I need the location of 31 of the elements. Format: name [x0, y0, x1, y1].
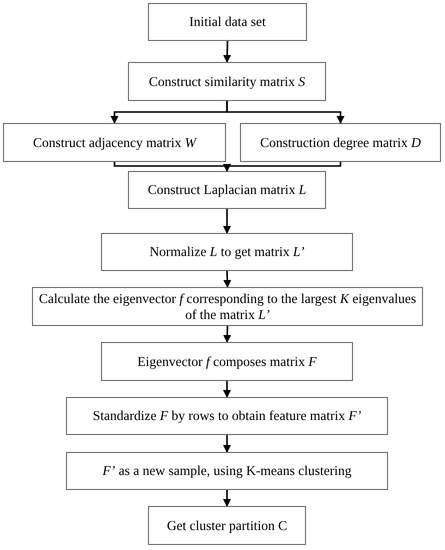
process-box — [32, 287, 423, 326]
step-text: Construct similarity matrix S — [148, 74, 306, 90]
process-box — [148, 506, 306, 545]
arrow — [226, 101, 344, 124]
step-text: Construct adjacency matrix W — [32, 134, 196, 150]
process-box — [3, 123, 226, 162]
arrow — [223, 490, 231, 507]
step-text: F’ as a new sample, using K-means clustering — [102, 463, 352, 479]
step-text: Eigenvector f composes matrix F — [137, 354, 317, 370]
step-text: Normalize L to get matrix L’ — [149, 244, 305, 260]
arrow — [223, 435, 231, 453]
arrow — [223, 326, 232, 343]
process-box — [240, 123, 441, 162]
step-text: Standardize F by rows to obtain feature matrix F’ — [92, 408, 362, 424]
process-box — [101, 342, 353, 381]
step-text: Construct Laplacian matrix L — [148, 182, 306, 198]
process-box — [128, 62, 326, 101]
process-box — [101, 233, 353, 271]
arrow — [223, 270, 232, 288]
arrow — [223, 381, 231, 398]
step-text: Construction degree matrix D — [260, 134, 421, 150]
step-text: Initial data set — [189, 14, 266, 30]
process-box — [128, 171, 326, 209]
process-box — [66, 397, 388, 435]
arrow — [223, 162, 342, 172]
arrow — [223, 40, 232, 63]
step-text: Calculate the eigenvector f corresponding to the largest K eigenvalues of the matrix L’ — [38, 290, 418, 322]
process-box — [66, 452, 388, 490]
process-box — [148, 3, 307, 41]
step-text: Get cluster partition C — [166, 518, 288, 534]
arrow — [223, 209, 231, 234]
